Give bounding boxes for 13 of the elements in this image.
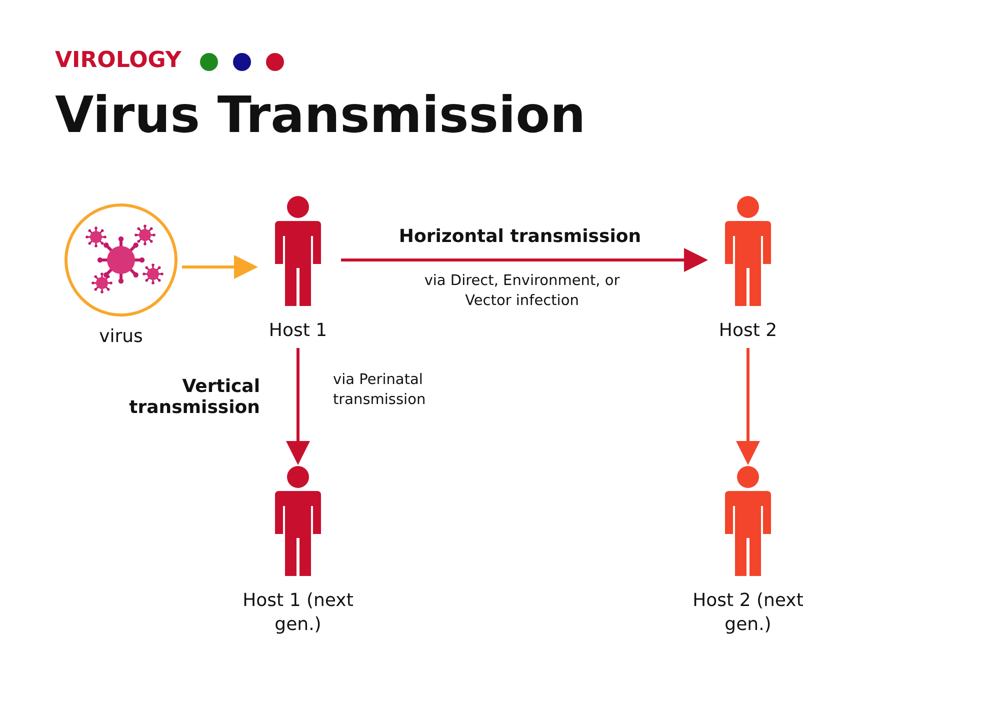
arrow <box>286 348 310 465</box>
node-label: Host 1 <box>268 318 328 342</box>
section-label: VIROLOGY <box>55 48 182 73</box>
arrow <box>341 248 708 272</box>
title: Virus Transmission <box>55 86 586 144</box>
node-label: Host 2 (next gen.) <box>692 589 804 636</box>
note-text: via Direct, Environment, or Vector infection <box>423 272 621 311</box>
node-label: virus <box>99 324 143 348</box>
node-label: Host 2 <box>718 318 778 342</box>
note-text: via Perinatal transmission <box>333 371 427 410</box>
arrow <box>736 348 760 465</box>
node-label: Host 1 (next gen.) <box>242 589 354 636</box>
arrow <box>182 255 258 279</box>
